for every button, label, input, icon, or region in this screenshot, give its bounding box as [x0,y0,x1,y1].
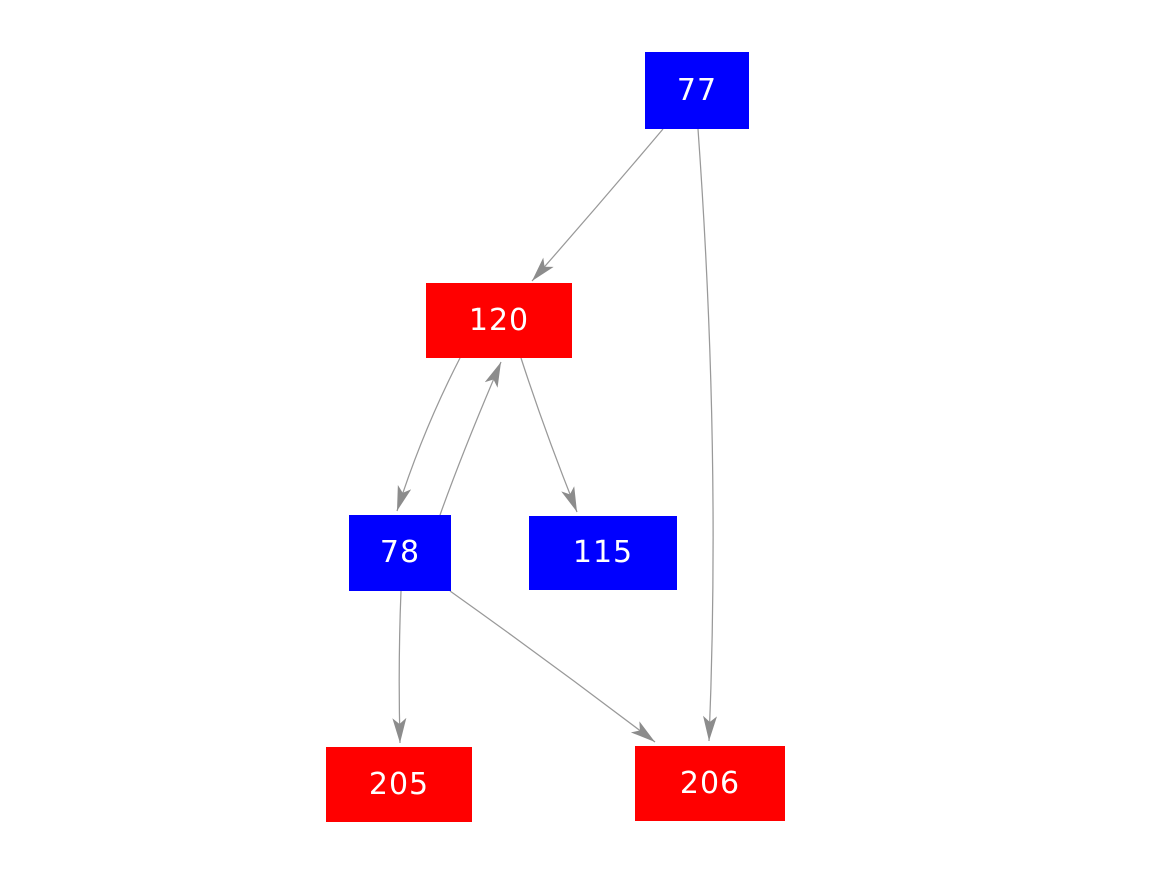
edge-78-206 [449,590,656,743]
node-label: 206 [679,765,741,801]
edge-120-115 [520,357,578,513]
node-label: 77 [676,72,718,108]
node-77: 77 [645,52,749,129]
node-label: 205 [368,766,430,802]
node-115: 115 [529,516,677,590]
node-206: 206 [635,746,785,821]
node-label: 78 [379,535,421,570]
edge-77-120 [531,128,664,282]
edge-77-206 [697,128,718,742]
node-78: 78 [349,515,451,591]
edge-78-205 [392,590,407,744]
node-label: 120 [468,302,530,338]
edge-78-120 [439,361,502,516]
node-label: 115 [572,535,634,570]
edges-group [392,128,718,744]
node-205: 205 [326,747,472,822]
edge-120-78 [396,357,461,512]
node-120: 120 [426,283,572,358]
